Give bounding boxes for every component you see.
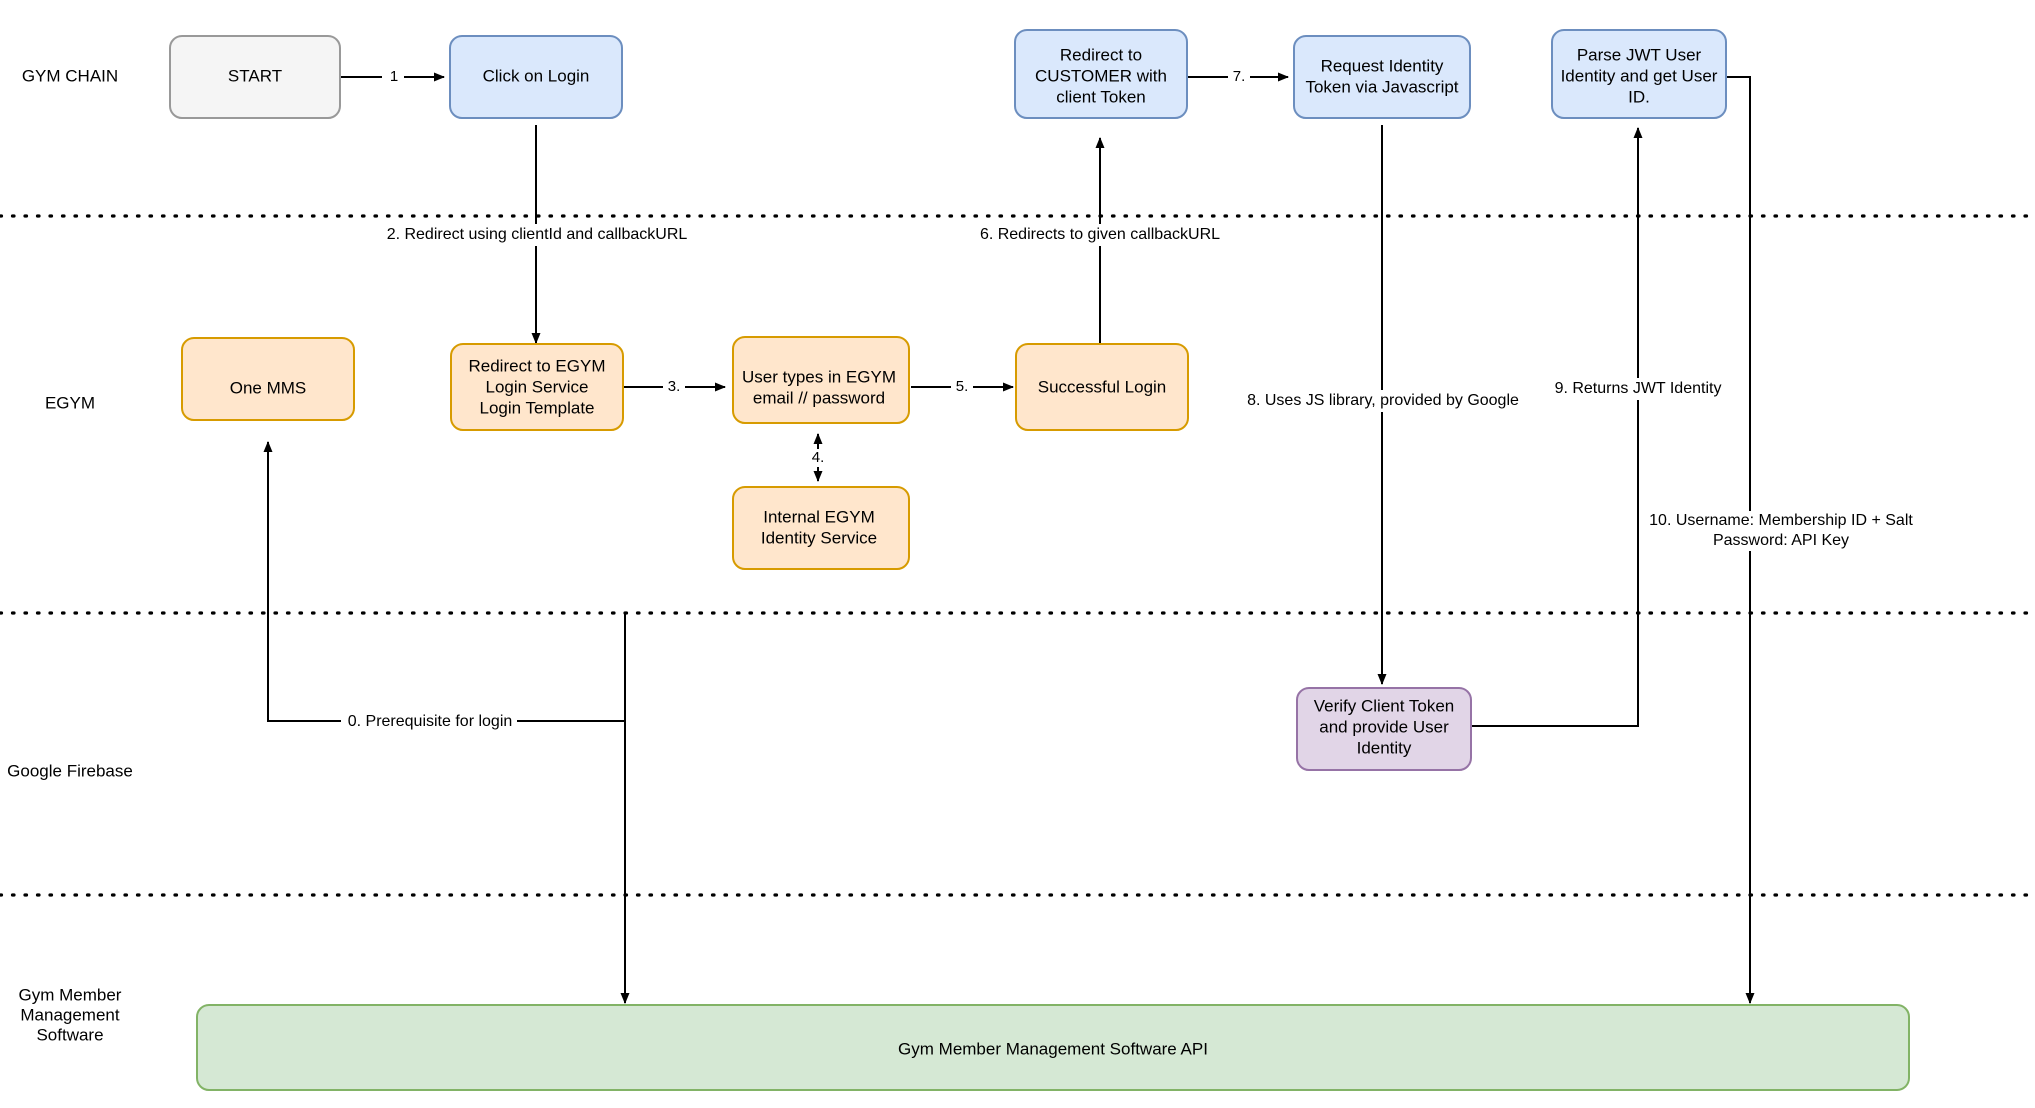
edge-10-label-line1: 10. Username: Membership ID + Salt bbox=[1649, 512, 1913, 529]
node-parse-jwt-label-line3: ID. bbox=[1628, 87, 1650, 106]
node-user-types-credentials-rect[interactable] bbox=[732, 336, 910, 424]
lane-label-google-firebase: Google Firebase bbox=[7, 761, 133, 780]
node-verify-client-token-label-line1: Verify Client Token bbox=[1314, 696, 1454, 715]
node-internal-egym-identity-service-label-line1: Internal EGYM bbox=[763, 507, 875, 526]
node-click-on-login-label: Click on Login bbox=[483, 66, 590, 85]
edge-10-path bbox=[1726, 76, 1755, 1004]
node-gym-member-management-software-api[interactable]: Gym Member Management Software API bbox=[196, 1004, 1910, 1091]
node-user-types-credentials[interactable]: User types in EGYM email // password bbox=[732, 336, 910, 424]
node-redirect-to-customer[interactable]: Redirect to CUSTOMER with client Token bbox=[1014, 29, 1188, 119]
node-redirect-to-egym-login-label-line2: Login Service bbox=[485, 377, 588, 396]
node-redirect-to-egym-login-label-line1: Redirect to EGYM bbox=[469, 356, 606, 375]
node-request-identity-token[interactable]: Request Identity Token via Javascript bbox=[1293, 35, 1471, 119]
node-gym-member-management-software-api-label: Gym Member Management Software API bbox=[898, 1039, 1208, 1058]
node-start[interactable]: START bbox=[169, 35, 341, 119]
edge-5-label: 5. bbox=[956, 378, 969, 395]
node-start-rect[interactable] bbox=[169, 35, 341, 119]
node-request-identity-token-label-line1: Request Identity bbox=[1321, 56, 1444, 75]
node-verify-client-token[interactable]: Verify Client Token and provide User Ide… bbox=[1296, 687, 1472, 771]
node-redirect-to-egym-login[interactable]: Redirect to EGYM Login Service Login Tem… bbox=[450, 343, 624, 431]
node-click-on-login-rect[interactable] bbox=[449, 35, 623, 119]
edge-10-label-line2: Password: API Key bbox=[1713, 532, 1849, 549]
lane-label-gym-chain: GYM CHAIN bbox=[22, 66, 118, 85]
node-one-mms-label: One MMS bbox=[230, 378, 307, 397]
node-redirect-to-customer-rect[interactable] bbox=[1014, 29, 1188, 119]
node-internal-egym-identity-service[interactable]: Internal EGYM Identity Service bbox=[732, 486, 910, 570]
node-click-on-login[interactable]: Click on Login bbox=[449, 35, 623, 119]
node-internal-egym-identity-service-label-line2: Identity Service bbox=[761, 528, 877, 547]
node-one-mms[interactable]: One MMS bbox=[181, 337, 355, 421]
lane-label-egym: EGYM bbox=[45, 393, 95, 412]
edge-9-path bbox=[1468, 127, 1643, 727]
node-verify-client-token-label-line2: and provide User bbox=[1319, 717, 1449, 736]
lane-label-gmms-line3: Software bbox=[36, 1025, 103, 1044]
swimlane-dividers bbox=[0, 214, 2035, 897]
node-user-types-credentials-label-line2: email // password bbox=[753, 388, 885, 407]
lane-label-gym-member-management-software: Gym Member Management Software bbox=[19, 985, 122, 1044]
edge-7-label: 7. bbox=[1233, 68, 1246, 85]
edge-1-label: 1 bbox=[390, 68, 398, 85]
node-redirect-to-customer-label-line2: CUSTOMER with bbox=[1035, 66, 1167, 85]
node-verify-client-token-label-line3: Identity bbox=[1357, 738, 1412, 757]
lane-label-gmms-line1: Gym Member bbox=[19, 985, 122, 1004]
node-request-identity-token-label-line2: Token via Javascript bbox=[1305, 77, 1458, 96]
node-successful-login-rect[interactable] bbox=[1015, 343, 1189, 431]
edge-0-label: 0. Prerequisite for login bbox=[348, 713, 513, 730]
edge-6-label: 6. Redirects to given callbackURL bbox=[980, 226, 1220, 243]
node-internal-egym-identity-service-rect[interactable] bbox=[732, 486, 910, 570]
node-user-types-credentials-label-line1: User types in EGYM bbox=[742, 367, 896, 386]
node-gym-member-management-software-api-rect[interactable] bbox=[196, 1004, 1910, 1091]
node-successful-login[interactable]: Successful Login bbox=[1015, 343, 1189, 431]
edge-3-label: 3. bbox=[668, 378, 681, 395]
node-start-label: START bbox=[228, 66, 282, 85]
edge-4-label: 4. bbox=[812, 449, 825, 466]
node-redirect-to-egym-login-label-line3: Login Template bbox=[480, 398, 595, 417]
edge-0-path bbox=[263, 441, 626, 722]
edges-layer: 1 2. Redirect using clientId and callbac… bbox=[263, 68, 1917, 1004]
edge-9-label: 9. Returns JWT Identity bbox=[1555, 380, 1722, 397]
node-redirect-to-customer-label-line3: client Token bbox=[1056, 87, 1145, 106]
node-redirect-to-customer-label-line1: Redirect to bbox=[1060, 45, 1142, 64]
node-one-mms-rect[interactable] bbox=[181, 337, 355, 421]
node-request-identity-token-rect[interactable] bbox=[1293, 35, 1471, 119]
node-parse-jwt-label-line1: Parse JWT User bbox=[1577, 45, 1702, 64]
node-parse-jwt-rect[interactable] bbox=[1551, 29, 1727, 119]
node-successful-login-label: Successful Login bbox=[1038, 377, 1167, 396]
edge-8-label: 8. Uses JS library, provided by Google bbox=[1247, 392, 1519, 409]
node-redirect-to-egym-login-rect[interactable] bbox=[450, 343, 624, 431]
node-parse-jwt-label-line2: Identity and get User bbox=[1561, 66, 1718, 85]
node-verify-client-token-rect[interactable] bbox=[1296, 687, 1472, 771]
edge-2-label: 2. Redirect using clientId and callbackU… bbox=[387, 226, 688, 243]
lane-label-gmms-line2: Management bbox=[20, 1005, 120, 1024]
node-parse-jwt[interactable]: Parse JWT User Identity and get User ID. bbox=[1551, 29, 1727, 119]
swimlane-labels: GYM CHAIN EGYM Google Firebase Gym Membe… bbox=[7, 66, 133, 1044]
